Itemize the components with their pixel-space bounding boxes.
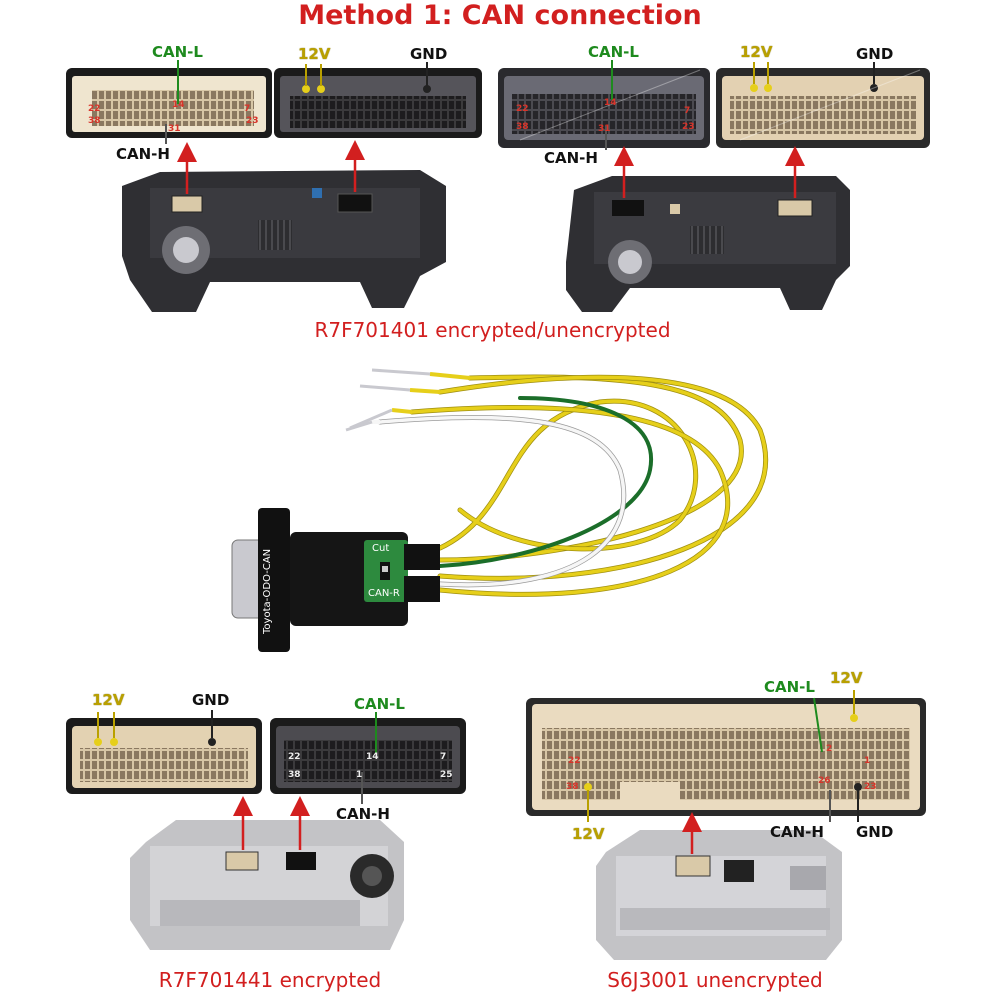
top-left-pin-38: 38	[88, 116, 101, 126]
top-right-pin-31: 31	[598, 124, 611, 134]
bottom-left-gnd-label: GND	[192, 691, 230, 709]
bottom-right-12v-top-label: 12V	[830, 669, 863, 687]
top-right-12v-label: 12V	[740, 43, 773, 61]
bottom-right-connector-large	[526, 698, 926, 816]
page-title: Method 1: CAN connection	[298, 0, 702, 31]
bottom-left-caption: R7F701441 encrypted	[158, 968, 382, 992]
bottom-right-pin-38: 38	[566, 782, 579, 792]
bottom-right-pin-26: 26	[818, 776, 831, 786]
top-left-pin-22: 22	[88, 104, 101, 114]
top-right-pin-23: 23	[682, 122, 695, 132]
bottom-left-can-l-label: CAN-L	[354, 695, 405, 713]
bottom-right-caption: S6J3001 unencrypted	[607, 968, 823, 992]
bottom-left-connector-black	[270, 718, 466, 794]
bottom-right-pin-1: 1	[864, 756, 871, 766]
bottom-left-connector-beige	[66, 718, 262, 794]
top-left-gnd-label: GND	[410, 45, 448, 63]
bottom-left-pin-14: 14	[366, 752, 379, 762]
bottom-right-12v-bottom-label: 12V	[572, 825, 605, 843]
top-right-can-h-label: CAN-H	[544, 149, 598, 167]
bottom-right-pin-23: 23	[864, 782, 877, 792]
bottom-left-pin-25: 25	[440, 770, 453, 780]
top-left-can-l-label: CAN-L	[152, 43, 203, 61]
top-right-pin-14: 14	[604, 98, 617, 108]
top-right-pin-38: 38	[516, 122, 529, 132]
bottom-left-pin-1: 1	[356, 770, 363, 780]
wire-tips	[345, 368, 471, 432]
bottom-right-pin-22: 22	[568, 756, 581, 766]
top-right-cluster-board	[566, 176, 850, 312]
top-left-connector-beige	[66, 68, 272, 138]
bottom-left-cluster-board	[130, 820, 404, 950]
top-caption: R7F701401 encrypted/unencrypted	[314, 318, 671, 342]
cable-harness	[377, 374, 769, 597]
top-right-connector-dark	[498, 68, 710, 148]
bottom-left-pin-38: 38	[288, 770, 301, 780]
bottom-left-pin-22: 22	[288, 752, 301, 762]
top-right-pin-7: 7	[684, 106, 691, 116]
top-left-pin-14: 14	[172, 100, 185, 110]
mode-switch[interactable]	[382, 562, 390, 580]
top-right-pin-22: 22	[516, 104, 529, 114]
top-left-cluster-board	[122, 170, 446, 312]
top-left-12v-label: 12V	[298, 45, 331, 63]
bottom-left-pin-7: 7	[440, 752, 447, 762]
top-right-gnd-label: GND	[856, 45, 894, 63]
watermark-pattern	[519, 69, 921, 141]
bottom-right-pin-2: 2	[826, 744, 833, 754]
switch-can-r-label: CAN-R	[368, 588, 400, 599]
bottom-right-gnd-label: GND	[856, 823, 894, 841]
obd-can-adapter	[231, 508, 440, 652]
top-right-can-l-label: CAN-L	[588, 43, 639, 61]
bottom-left-can-h-label: CAN-H	[336, 805, 390, 823]
top-left-connector-black	[274, 68, 482, 138]
switch-cut-label: Cut	[372, 543, 390, 554]
top-right-connector-beige	[716, 68, 930, 148]
adapter-name-label: Toyota-ODO-CAN	[262, 548, 273, 634]
top-left-pin-31: 31	[168, 124, 181, 134]
top-left-can-h-label: CAN-H	[116, 145, 170, 163]
bottom-left-12v-label: 12V	[92, 691, 125, 709]
bottom-right-can-h-label: CAN-H	[770, 823, 824, 841]
bottom-right-cluster-board	[596, 830, 842, 960]
top-left-pin-23: 23	[246, 116, 259, 126]
top-left-pin-7: 7	[244, 104, 251, 114]
bottom-right-can-l-label: CAN-L	[764, 678, 815, 696]
